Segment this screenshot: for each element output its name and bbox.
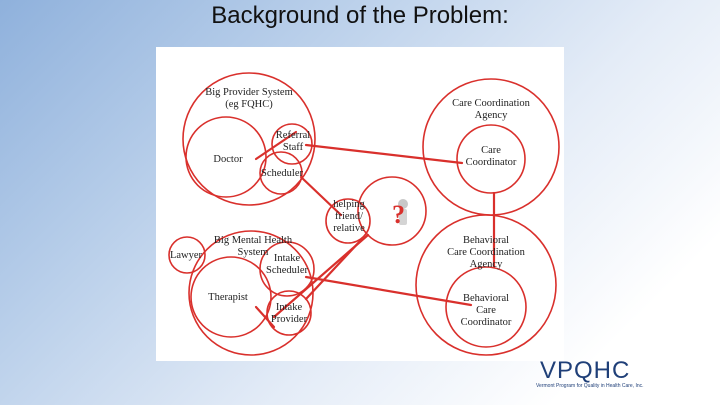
label-big-provider-0: Big Provider System xyxy=(205,87,293,98)
label-care-agency-0: Care Coordination xyxy=(452,98,531,109)
behavioral-coordinator-circle xyxy=(445,266,527,348)
slide-title: Background of the Problem: xyxy=(211,2,509,29)
label-helping-0: helping xyxy=(333,199,365,210)
logo-tagline: Vermont Program for Quality in Health Ca… xyxy=(536,383,644,389)
label-intake-scheduler-0: Intake xyxy=(274,253,301,264)
vpqhc-logo: VPQHC Vermont Program for Quality in Hea… xyxy=(534,354,714,394)
label-behavioral-agency-1: Care Coordination xyxy=(447,247,526,258)
link-helping-to-intake-provider xyxy=(304,238,363,301)
question-mark: ? xyxy=(392,200,405,229)
label-helping-1: friend/ xyxy=(335,211,363,222)
node-labels: Big Provider System(eg FQHC) ReferralStaf… xyxy=(170,87,531,328)
behavioral-agency-circle xyxy=(415,214,557,356)
label-therapist-0: Therapist xyxy=(208,292,248,303)
label-care-coordinator-1: Coordinator xyxy=(466,157,517,168)
referral-staff-circle xyxy=(271,123,313,165)
label-big-mh-1: System xyxy=(238,247,269,258)
link-referral-to-doctor xyxy=(254,130,298,161)
person-question-icon: ? xyxy=(392,199,408,229)
label-lawyer-0: Lawyer xyxy=(170,250,203,261)
label-big-mh-0: Big Mental Health xyxy=(214,235,293,246)
label-behavioral-coordinator-2: Coordinator xyxy=(461,317,512,328)
therapist-circle xyxy=(190,256,272,338)
link-referral-to-coordinator xyxy=(304,143,464,165)
helping-circle xyxy=(357,176,427,246)
label-care-coordinator-0: Care xyxy=(481,145,501,156)
label-scheduler-0: Scheduler xyxy=(261,168,303,179)
helping-friend-circle xyxy=(325,198,371,244)
label-helping-2: relative xyxy=(333,223,365,234)
label-intake-provider-0: Intake xyxy=(276,302,303,313)
link-scheduler-to-helping xyxy=(299,175,343,217)
link-therapist-to-intake xyxy=(254,305,276,329)
label-care-agency-1: Agency xyxy=(475,110,508,121)
care-coordinator-circle xyxy=(456,124,526,194)
label-behavioral-coordinator-1: Care xyxy=(476,305,496,316)
label-intake-scheduler-1: Scheduler xyxy=(266,265,308,276)
lawyer-circle xyxy=(168,236,206,274)
intake-provider-circle xyxy=(266,290,312,336)
label-behavioral-agency-2: Agency xyxy=(470,259,503,270)
label-intake-provider-1: Provider xyxy=(271,314,308,325)
big-provider-circle xyxy=(182,72,316,206)
doctor-circle xyxy=(185,116,267,198)
label-doctor-0: Doctor xyxy=(213,154,243,165)
label-big-provider-1: (eg FQHC) xyxy=(225,99,273,110)
network-diagram: ? Big Provider System(eg FQHC) ReferralSt… xyxy=(168,72,560,356)
label-referral-staff-0: Referral xyxy=(276,130,310,141)
scheduler-circle xyxy=(259,151,303,195)
link-intake-to-behavioral xyxy=(304,275,473,307)
label-referral-staff-1: Staff xyxy=(283,142,304,153)
label-behavioral-agency-0: Behavioral xyxy=(463,235,509,246)
logo-text: VPQHC xyxy=(540,357,630,384)
label-behavioral-coordinator-0: Behavioral xyxy=(463,293,509,304)
